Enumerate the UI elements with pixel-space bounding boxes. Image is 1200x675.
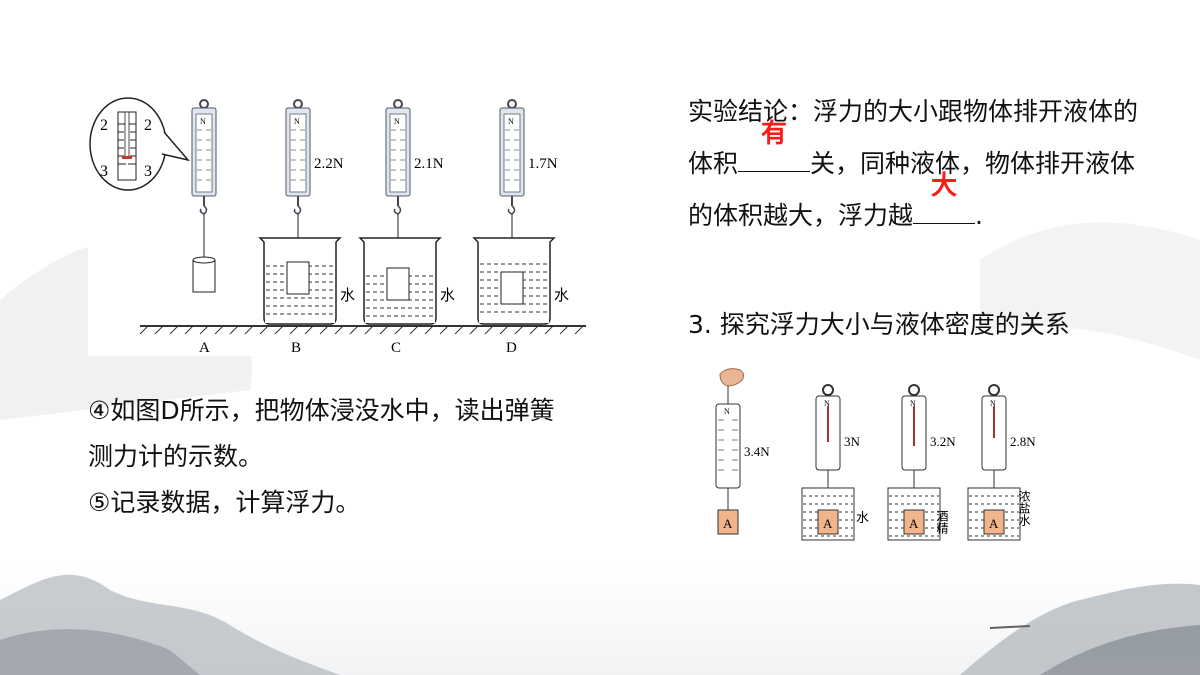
spring-scale-d: N 1.7N 水: [472, 99, 569, 325]
procedure-steps: ④如图D所示，把物体浸没水中，读出弹簧测力计的示数。 ⑤记录数据，计算浮力。: [88, 388, 578, 526]
conclusion-part2: 关，同种液体，物体排开液体的体积越大，浮力越: [688, 149, 1136, 230]
scale-c-reading: 2.1N: [414, 156, 444, 172]
beaker-b-liquid: 水: [340, 287, 355, 304]
density-scale-1: N 3.4N A: [715, 386, 770, 535]
hand-icon: [719, 368, 745, 387]
liquid-brine: 浓盐水: [1017, 490, 1031, 526]
density-scale-4: N 2.8N A 浓盐水: [967, 384, 1036, 541]
scale-b-n: N: [294, 117, 300, 126]
scale-b-reading: 2.2N: [314, 156, 344, 172]
zoom-label-tr: 2: [144, 117, 152, 134]
zoom-label-tl: 2: [100, 117, 108, 134]
scale1-reading: 3.4N: [744, 444, 770, 459]
beaker-d-liquid: 水: [554, 287, 569, 304]
label-a: A: [199, 340, 210, 356]
block-1: A: [723, 516, 733, 531]
scale2-n: N: [824, 399, 830, 408]
label-d: D: [506, 340, 517, 356]
step-4: ④如图D所示，把物体浸没水中，读出弹簧测力计的示数。: [88, 396, 555, 471]
zoom-label-bl: 3: [100, 163, 108, 180]
conclusion-part3: .: [975, 201, 983, 230]
block-4: A: [989, 516, 999, 531]
scale4-reading: 2.8N: [1010, 434, 1036, 449]
step-5: ⑤记录数据，计算浮力。: [88, 488, 361, 517]
label-c: C: [391, 340, 401, 356]
answer-blank-1: 有: [738, 119, 811, 172]
experiment-figure-density: N 3.4N A N 3N: [690, 364, 1056, 552]
label-b: B: [291, 340, 301, 356]
zoom-bubble: 2 2 3 3: [89, 97, 191, 191]
scale2-reading: 3N: [844, 434, 861, 449]
spring-scale-c: N 2.1N 水: [358, 99, 455, 325]
answer-blank-2: 大: [913, 171, 976, 224]
density-scale-2: N 3N A 水: [801, 384, 869, 541]
liquid-alcohol: 酒精: [935, 510, 949, 534]
block-2: A: [823, 516, 833, 531]
liquid-water: 水: [856, 510, 869, 525]
scale3-n: N: [910, 399, 916, 408]
scale3-reading: 3.2N: [930, 434, 956, 449]
answer-2: 大: [931, 171, 958, 201]
scale-c-n: N: [394, 117, 400, 126]
conclusion-part1: 实验结论：浮力的大小跟物体排开液体的体积: [688, 97, 1139, 178]
spring-scale-b: N 2.2N 水: [258, 99, 355, 325]
conclusion-text: 实验结论：浮力的大小跟物体排开液体的体积有关，同种液体，物体排开液体的体积越大，…: [688, 86, 1158, 242]
scale-d-reading: 1.7N: [528, 156, 558, 172]
scale-d-n: N: [508, 117, 514, 126]
experiment-figure-abcd: 2 2 3 3 N N: [88, 94, 588, 356]
answer-1: 有: [761, 119, 788, 149]
beaker-c-liquid: 水: [440, 287, 455, 304]
scale4-n: N: [990, 399, 996, 408]
scale1-n: N: [724, 407, 730, 416]
section-heading-3: 3. 探究浮力大小与液体密度的关系: [688, 310, 1070, 339]
block-3: A: [909, 516, 919, 531]
zoom-label-br: 3: [144, 163, 152, 180]
spring-scale-a: N: [191, 99, 217, 293]
density-scale-3: N 3.2N A 酒精: [887, 384, 956, 541]
scale-a-n: N: [200, 117, 206, 126]
